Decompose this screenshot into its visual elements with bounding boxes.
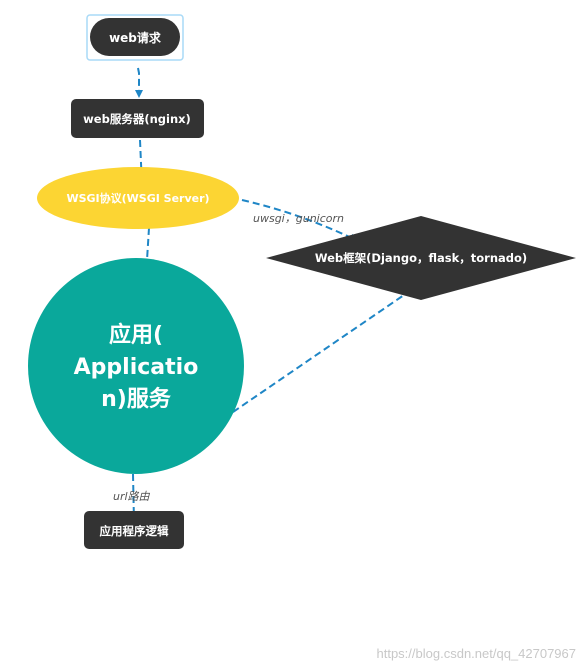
web-framework-label: Web框架(Django，flask，tornado) [315, 251, 527, 265]
application-service-shape [28, 258, 244, 474]
edge-request-to-server [135, 67, 143, 98]
node-app-logic[interactable]: 应用程序逻辑 [84, 511, 184, 549]
web-request-label: web请求 [109, 30, 162, 45]
watermark: https://blog.csdn.net/qq_42707967 [377, 646, 577, 661]
wsgi-protocol-label: WSGI协议(WSGI Server) [66, 191, 209, 205]
app-logic-label: 应用程序逻辑 [100, 524, 169, 538]
web-request-shape [90, 18, 180, 56]
node-wsgi-protocol[interactable]: WSGI协议(WSGI Server) [37, 167, 239, 229]
wsgi-protocol-shape [37, 167, 239, 229]
web-server-label: web服务器(nginx) [83, 112, 191, 126]
application-service-label-line-2: Applicatio [74, 355, 199, 380]
application-service-label-line-3: n)服务 [101, 387, 172, 412]
node-web-server[interactable]: web服务器(nginx) [71, 99, 204, 138]
edge-wsgi-to-app [142, 227, 151, 278]
edge-app-to-logic [129, 473, 138, 524]
node-web-request[interactable]: web请求 [86, 14, 184, 61]
selection-border [86, 14, 184, 61]
edge-app-to-framework [232, 280, 425, 413]
app-logic-shape [84, 511, 184, 549]
application-service-label-line-1: 应用( [109, 322, 163, 348]
edge-label-uwsgi-gunicorn: uwsgi，gunicorn [253, 212, 344, 225]
edge-wsgi-to-framework [241, 199, 358, 242]
web-framework-shape [266, 216, 576, 300]
edge-label-url-routing: url路由 [113, 490, 151, 503]
node-web-framework[interactable]: Web框架(Django，flask，tornado) [266, 216, 576, 300]
web-server-shape [71, 99, 204, 138]
node-application-service[interactable]: 应用( Applicatio n)服务 [28, 258, 244, 474]
